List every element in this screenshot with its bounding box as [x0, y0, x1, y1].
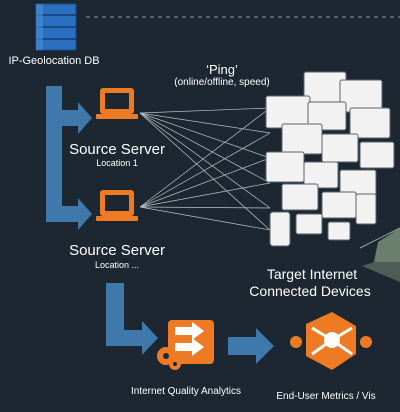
target-devices-label-line2: Connected Devices [249, 283, 371, 299]
arrow-to-source2 [46, 126, 92, 230]
analytics-gear-icon [157, 320, 214, 370]
analytics-label: Internet Quality Analytics [130, 386, 242, 397]
ping-subtitle: (online/offline, speed) [174, 77, 270, 88]
laptop-server-icon [96, 190, 138, 221]
ping-lines [139, 107, 271, 231]
source-server-1-location: Location 1 [96, 158, 138, 168]
database-icon [35, 3, 77, 51]
metrics-label: End-User Metrics / Vis [276, 391, 376, 402]
photo-fragment [359, 227, 400, 282]
laptop-server-icon [96, 88, 138, 119]
arrow-to-source1 [38, 86, 92, 134]
source-server-1-title: Source Server [69, 141, 165, 158]
ping-title: ‘Ping’ [206, 62, 238, 77]
flow-arrows [38, 86, 274, 364]
database-label: IP-Geolocation DB [8, 55, 100, 67]
hub-metrics-icon [290, 312, 372, 370]
target-devices-label-line1: Target Internet [266, 266, 358, 282]
source-server-2-location: Location ... [94, 260, 140, 270]
device-cluster-icon [265, 71, 395, 247]
arrow-to-analytics [106, 283, 158, 355]
arrow-to-metrics [228, 328, 274, 364]
source-server-2-title: Source Server [69, 242, 165, 259]
